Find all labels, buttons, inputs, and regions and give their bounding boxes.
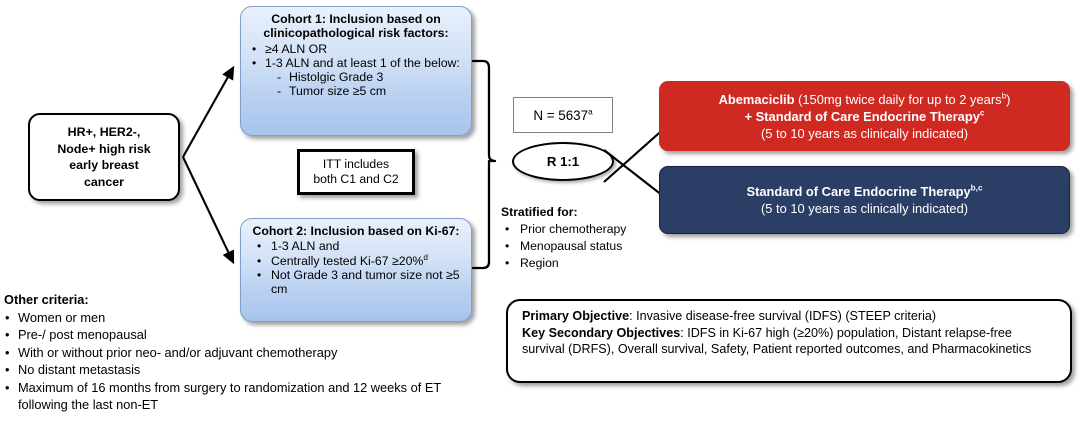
other-criteria-item: Women or men	[4, 309, 474, 327]
primary-objective-line: Primary Objective: Invasive disease-free…	[522, 308, 1058, 325]
stratification-item: Menopausal status	[501, 238, 676, 255]
secondary-objectives-text: : IDFS in Ki-67 high (≥20%) population, …	[522, 325, 1032, 357]
other-criteria-heading: Other criteria:	[4, 292, 89, 307]
secondary-objectives-label: Key Secondary Objectives	[522, 325, 681, 340]
cohort1-criterion: 1-3 ALN and at least 1 of the below:	[249, 56, 463, 71]
enrollment-count-text: N = 5637a	[533, 107, 593, 123]
cohort2-title: Cohort 2: Inclusion based on Ki-67:	[252, 224, 460, 238]
cohort2-criteria-list: 1-3 ALN and Centrally tested Ki-67 ≥20%d…	[249, 239, 463, 296]
footnote-marker-bc: b,c	[970, 183, 983, 193]
arm-a-dose: (150mg twice daily for up to 2 years	[794, 91, 1002, 107]
arm-a-line2: + Standard of Care Endocrine Therapyc	[744, 108, 985, 124]
primary-objective-text: : Invasive disease-free survival (IDFS) …	[629, 309, 937, 323]
cohort1-box: Cohort 1: Inclusion based on clinicopath…	[240, 6, 472, 136]
cohort1-title: Cohort 1: Inclusion based on clinicopath…	[263, 12, 449, 41]
arm-a-line1: Abemaciclib (150mg twice daily for up to…	[669, 91, 1060, 108]
arm-b-line2: (5 to 10 years as clinically indicated)	[760, 201, 969, 216]
secondary-objectives-line: Key Secondary Objectives: IDFS in Ki-67 …	[522, 325, 1058, 358]
arm-b-line1: Standard of Care Endocrine Therapyb,c	[746, 183, 983, 199]
stratification-item: Region	[501, 255, 676, 272]
arm-a-line3: (5 to 10 years as clinically indicated)	[760, 125, 969, 141]
stratification-factors: Stratified for: Prior chemotherapy Menop…	[501, 205, 676, 272]
other-criteria-item: Maximum of 16 months from surgery to ran…	[4, 379, 474, 414]
itt-note-text: ITT includes both C1 and C2	[313, 157, 399, 186]
footnote-marker-a: a	[588, 107, 593, 117]
other-criteria-item: No distant metastasis	[4, 361, 474, 379]
cohort2-box: Cohort 2: Inclusion based on Ki-67: 1-3 …	[240, 218, 472, 322]
cohort2-criterion: Centrally tested Ki-67 ≥20%d	[249, 252, 463, 268]
footnote-marker-b: b	[1001, 91, 1007, 101]
primary-objective-label: Primary Objective	[522, 309, 630, 323]
randomization-node: R 1:1	[512, 142, 614, 181]
arm-a-dose-tail: )	[1006, 91, 1011, 107]
stratification-heading: Stratified for:	[501, 205, 578, 219]
objectives-box: Primary Objective: Invasive disease-free…	[506, 299, 1072, 383]
itt-note-box: ITT includes both C1 and C2	[297, 149, 415, 195]
stratification-list: Prior chemotherapy Menopausal status Reg…	[501, 221, 676, 272]
cohort1-criterion: ≥4 ALN OR	[249, 42, 463, 57]
footnote-marker-d: d	[423, 252, 428, 262]
footnote-marker-c: c	[979, 108, 985, 118]
cohort1-sub-criterion: Tumor size ≥5 cm	[249, 84, 463, 99]
arrow-entry-to-cohort2	[182, 156, 235, 265]
arm-a-drug: Abemaciclib	[718, 91, 795, 107]
entry-population-text: HR+, HER2-, Node+ high risk early breast…	[57, 125, 151, 189]
randomization-label: R 1:1	[546, 154, 580, 169]
other-criteria-list: Women or men Pre-/ post menopausal With …	[4, 309, 474, 413]
arrow-entry-to-cohort1	[182, 65, 235, 158]
other-criteria-item: With or without prior neo- and/or adjuva…	[4, 344, 474, 362]
treatment-arm-a-box: Abemaciclib (150mg twice daily for up to…	[659, 81, 1070, 151]
cohort2-criterion: Not Grade 3 and tumor size not ≥5 cm	[249, 268, 463, 297]
cohort1-sub-criterion: Histolgic Grade 3	[249, 70, 463, 85]
cohort-join-brace	[471, 59, 497, 270]
cohort2-criterion: 1-3 ALN and	[249, 239, 463, 254]
stratification-item: Prior chemotherapy	[501, 221, 676, 238]
treatment-arm-b-box: Standard of Care Endocrine Therapyb,c (5…	[659, 166, 1070, 234]
cohort1-criteria-list: ≥4 ALN OR 1-3 ALN and at least 1 of the …	[249, 42, 463, 99]
enrollment-count-box: N = 5637a	[513, 97, 613, 133]
other-criteria-item: Pre-/ post menopausal	[4, 326, 474, 344]
entry-population-box: HR+, HER2-, Node+ high risk early breast…	[28, 113, 180, 201]
other-criteria: Other criteria: Women or men Pre-/ post …	[4, 291, 474, 413]
